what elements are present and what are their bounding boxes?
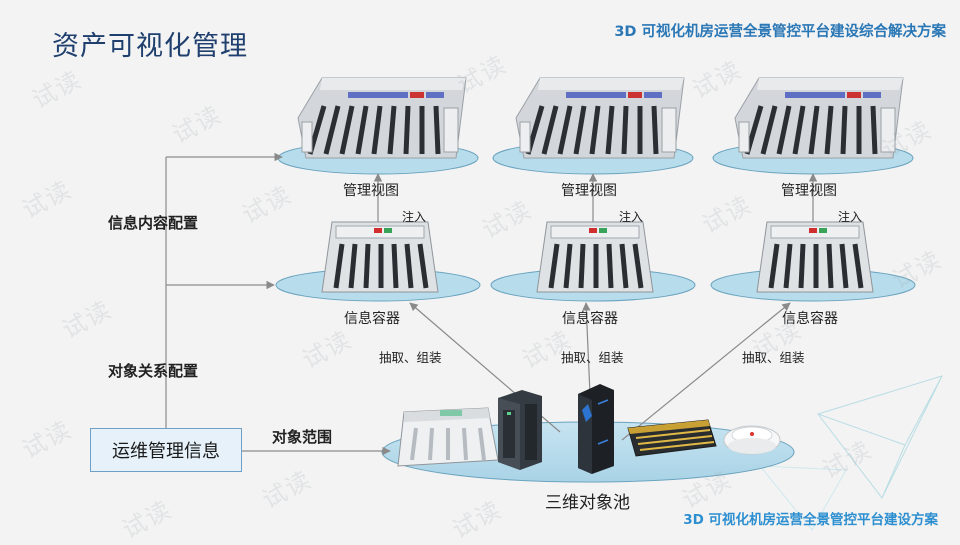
header-banner: 3D 可视化机房运营全景管控平台建设综合解决方案 — [614, 24, 946, 40]
info-container-label-1: 信息容器 — [344, 311, 400, 327]
server-cabinet-icon — [498, 390, 542, 470]
object-pool-label: 三维对象池 — [545, 493, 630, 513]
extract-label-2: 抽取、组装 — [561, 350, 624, 365]
rack-tray-icon — [397, 407, 499, 467]
inject-label-3: 注入 — [838, 210, 863, 224]
page-title: 资产可视化管理 — [52, 31, 248, 62]
room-view-icon — [516, 78, 684, 158]
extract-label-3: 抽取、组装 — [742, 350, 805, 365]
management-view-label-3: 管理视图 — [781, 183, 837, 199]
storage-array-icon — [627, 419, 717, 457]
smoke-detector-icon — [723, 425, 781, 455]
info-container-label-2: 信息容器 — [562, 311, 618, 327]
info-content-config-label: 信息内容配置 — [108, 214, 199, 232]
management-view-label-2: 管理视图 — [561, 183, 617, 199]
inject-label-2: 注入 — [619, 210, 644, 224]
rack-container-icon — [537, 222, 653, 292]
object-scope-label: 对象范围 — [272, 428, 333, 446]
rack-container-icon — [322, 222, 438, 292]
ops-management-info-box: 运维管理信息 — [90, 428, 242, 472]
info-container-label-3: 信息容器 — [782, 311, 838, 327]
footer-banner: 3D 可视化机房运营全景管控平台建设方案 — [683, 512, 938, 528]
tower-server-icon — [578, 384, 614, 474]
extract-label-1: 抽取、组装 — [379, 350, 442, 365]
management-view-label-1: 管理视图 — [343, 183, 399, 199]
room-view-icon — [735, 78, 903, 158]
rack-container-icon — [757, 222, 873, 292]
room-view-icon — [298, 78, 466, 158]
config-connectors — [165, 152, 391, 456]
object-relation-config-label: 对象关系配置 — [108, 362, 199, 380]
decorative-triangles — [758, 375, 943, 531]
inject-label-1: 注入 — [402, 210, 427, 224]
